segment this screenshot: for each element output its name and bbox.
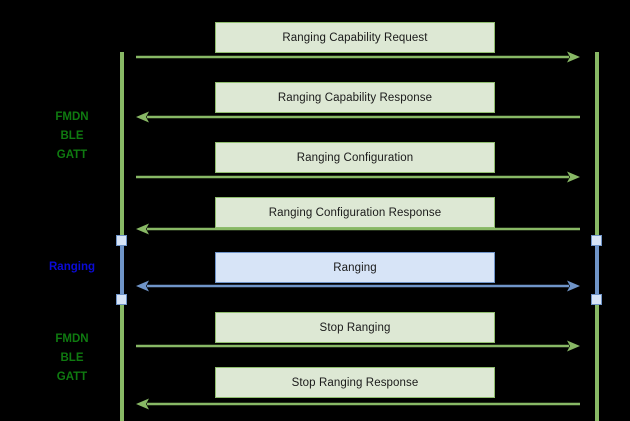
message-box-ranging[interactable]: Ranging [215,252,495,283]
message-box-stop-ranging[interactable]: Stop Ranging [215,312,495,343]
message-arrow-ranging-capability-request-right [0,50,630,64]
message-label-ranging-configuration-response: Ranging Configuration Response [268,206,442,219]
message-box-ranging-capability-response[interactable]: Ranging Capability Response [215,82,495,113]
message-label-stop-ranging: Stop Ranging [319,321,391,334]
message-box-ranging-configuration[interactable]: Ranging Configuration [215,142,495,173]
left-activation-node-end [116,294,127,305]
left-activation-node-start [116,235,127,246]
message-box-ranging-capability-request[interactable]: Ranging Capability Request [215,22,495,53]
right-activation-node-start [591,235,602,246]
message-arrow-ranging-capability-response-left [0,110,630,124]
phase-label-phase-fmdn-bottom: FMDN BLE GATT [55,333,89,383]
message-label-stop-ranging-response: Stop Ranging Response [291,376,419,389]
message-label-ranging-configuration: Ranging Configuration [296,151,414,164]
message-arrow-stop-ranging-right [0,339,630,353]
message-arrow-ranging-configuration-response-left [0,222,630,236]
left-activation-bar [120,241,124,300]
phase-label-phase-fmdn-top: FMDN BLE GATT [55,111,89,161]
right-activation-bar [595,241,599,300]
message-arrow-ranging-both [0,279,630,293]
message-box-stop-ranging-response[interactable]: Stop Ranging Response [215,367,495,398]
phase-label-phase-ranging: Ranging [49,261,95,273]
message-arrow-ranging-configuration-right [0,170,630,184]
right-activation-node-end [591,294,602,305]
message-box-ranging-configuration-response[interactable]: Ranging Configuration Response [215,197,495,228]
message-label-ranging-capability-request: Ranging Capability Request [282,31,428,44]
message-arrow-stop-ranging-response-left [0,397,630,411]
message-label-ranging: Ranging [333,261,377,274]
message-label-ranging-capability-response: Ranging Capability Response [277,91,433,104]
